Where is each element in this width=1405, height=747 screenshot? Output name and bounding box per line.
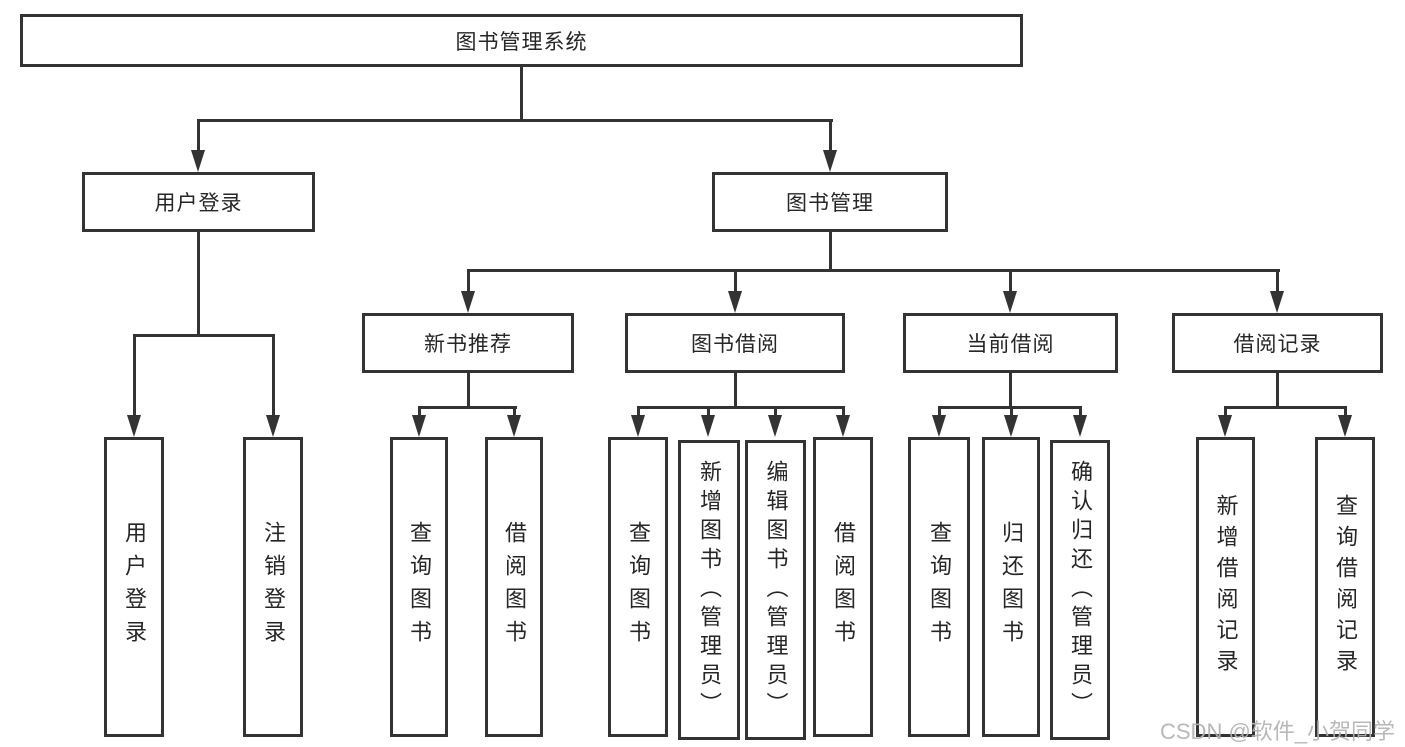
node-label: 注销登录 [261, 521, 286, 653]
connector-line [520, 66, 523, 122]
connector-line [272, 334, 275, 418]
node-book-borrowing: 图书借阅 [625, 313, 845, 373]
node-label: 新书推荐 [424, 333, 512, 356]
arrowhead-down-icon [1218, 415, 1232, 437]
connector-line [829, 232, 832, 272]
node-label: 新增借阅记录 [1213, 494, 1239, 680]
node-label: 编辑图书（管理员） [763, 459, 789, 721]
arrowhead-down-icon [1338, 415, 1352, 437]
connector-line [1224, 406, 1227, 420]
arrowhead-down-icon [823, 150, 837, 172]
leaf-borrowing-edit-books-admin: 编辑图书（管理员） [745, 440, 806, 740]
connector-line [467, 373, 470, 409]
node-label: 用户登录 [154, 192, 243, 215]
connector-line [938, 406, 941, 420]
leaf-newbooks-query-books: 查询图书 [390, 437, 448, 737]
arrowhead-down-icon [932, 415, 946, 437]
arrowhead-down-icon [836, 415, 850, 437]
connector-line [197, 119, 833, 122]
leaf-records-add-borrow-record: 新增借阅记录 [1196, 437, 1255, 737]
leaf-user-login: 用户登录 [104, 437, 164, 737]
connector-line [467, 269, 1280, 272]
connector-line [829, 119, 832, 153]
node-user-login: 用户登录 [82, 172, 315, 232]
connector-line [1224, 406, 1346, 409]
node-label: 用户登录 [122, 521, 147, 653]
node-root-library-system: 图书管理系统 [20, 14, 1023, 67]
node-label: 归还图书 [999, 521, 1024, 653]
arrowhead-down-icon [728, 291, 742, 313]
leaf-current-return-books: 归还图书 [982, 437, 1040, 737]
connector-line [418, 406, 421, 420]
node-current-borrowing: 当前借阅 [903, 313, 1118, 373]
node-label: 查询图书 [927, 521, 952, 653]
arrowhead-down-icon [701, 415, 715, 437]
connector-line [1276, 373, 1279, 409]
leaf-current-query-books: 查询图书 [908, 437, 970, 737]
arrowhead-down-icon [1004, 415, 1018, 437]
leaf-borrowing-query-books: 查询图书 [608, 437, 668, 737]
connector-line [1079, 406, 1082, 420]
leaf-logout: 注销登录 [243, 437, 303, 737]
leaf-current-confirm-return-admin: 确认归还（管理员） [1050, 440, 1110, 740]
arrowhead-down-icon [1270, 291, 1284, 313]
csdn-watermark: CSDN @软件_小贺同学 [1160, 719, 1396, 744]
arrowhead-down-icon [127, 415, 141, 437]
arrowhead-down-icon [191, 150, 205, 172]
connector-line [707, 406, 710, 420]
connector-line [1344, 406, 1347, 420]
leaf-newbooks-borrow-books: 借阅图书 [485, 437, 543, 737]
arrowhead-down-icon [631, 415, 645, 437]
connector-line [1009, 373, 1012, 409]
node-new-book-recommendation: 新书推荐 [362, 313, 574, 373]
connector-line [1009, 269, 1012, 294]
arrowhead-down-icon [768, 415, 782, 437]
leaf-borrowing-borrow-books: 借阅图书 [813, 437, 873, 737]
node-label: 图书管理系统 [455, 30, 588, 54]
connector-line [133, 334, 136, 418]
arrowhead-down-icon [1073, 415, 1087, 437]
node-label: 确认归还（管理员） [1068, 459, 1093, 721]
arrowhead-down-icon [461, 291, 475, 313]
node-label: 借阅图书 [831, 521, 856, 653]
connector-line [774, 406, 777, 420]
connector-line [133, 334, 275, 337]
node-label: 图书管理 [786, 192, 874, 215]
connector-line [1276, 269, 1279, 294]
node-label: 查询图书 [626, 521, 651, 653]
node-book-management: 图书管理 [712, 172, 948, 232]
connector-line [197, 232, 200, 337]
node-label: 借阅记录 [1233, 333, 1322, 356]
node-borrowing-records: 借阅记录 [1172, 313, 1383, 373]
connector-line [1010, 406, 1013, 420]
node-label: 查询借阅记录 [1333, 494, 1358, 680]
arrowhead-down-icon [266, 415, 280, 437]
connector-line [197, 119, 200, 153]
node-label: 查询图书 [407, 521, 432, 653]
node-label: 当前借阅 [966, 333, 1055, 356]
connector-line [637, 406, 640, 420]
node-label: 借阅图书 [502, 521, 527, 653]
connector-line [842, 406, 845, 420]
node-label: 新增图书（管理员） [697, 459, 722, 721]
arrowhead-down-icon [1003, 291, 1017, 313]
leaf-borrowing-add-books-admin: 新增图书（管理员） [678, 440, 740, 740]
arrowhead-down-icon [412, 415, 426, 437]
node-label: 图书借阅 [691, 333, 779, 356]
connector-line [467, 269, 470, 294]
connector-line [637, 406, 845, 409]
connector-line [418, 406, 517, 409]
arrowhead-down-icon [507, 415, 521, 437]
connector-line [734, 373, 737, 409]
connector-line [734, 269, 737, 294]
connector-line [513, 406, 516, 420]
leaf-records-query-borrow-record: 查询借阅记录 [1315, 437, 1375, 737]
